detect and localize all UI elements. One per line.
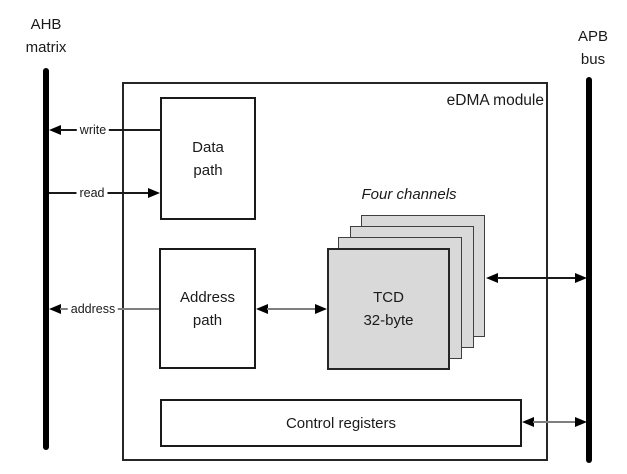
- apb-bus-label-line2: bus: [580, 51, 606, 68]
- arrowhead-right-icon: [315, 304, 327, 314]
- tcd-label-line1: TCD: [373, 289, 404, 306]
- apb-bus-label-line1: APB: [577, 28, 608, 45]
- control-registers-block: Control registers: [160, 399, 522, 447]
- data-path-label-line2: path: [193, 161, 223, 179]
- tcd-apb-arrow-shaft: [497, 277, 577, 279]
- apb-bus-label: APB bus: [553, 25, 627, 71]
- control-apb-arrow-shaft: [533, 421, 577, 423]
- write-arrow-shaft: [60, 129, 160, 131]
- arrowhead-right-icon: [575, 417, 587, 427]
- arrowhead-left-icon: [49, 304, 61, 314]
- arrowhead-left-icon: [256, 304, 268, 314]
- four-channels-note: Four channels: [361, 186, 457, 203]
- apb-bus-bar: [586, 77, 592, 463]
- write-arrow-label: write: [76, 123, 110, 137]
- address-tcd-arrow-shaft: [267, 308, 316, 310]
- address-arrow-label: address: [67, 302, 119, 316]
- arrowhead-left-icon: [49, 125, 61, 135]
- address-path-label-line1: Address: [179, 288, 236, 306]
- ahb-matrix-label: AHB matrix: [6, 13, 86, 59]
- arrowhead-left-icon: [522, 417, 534, 427]
- address-path-label-line2: path: [192, 311, 223, 329]
- address-path-block: Address path: [159, 248, 256, 369]
- arrowhead-right-icon: [575, 273, 587, 283]
- tcd-front-block: TCD 32-byte: [327, 248, 450, 370]
- read-arrow-label: read: [76, 186, 108, 200]
- ahb-matrix-label-line1: AHB: [30, 16, 62, 33]
- data-path-label-line1: Data: [192, 138, 224, 156]
- arrowhead-left-icon: [486, 273, 498, 283]
- tcd-label-line2: 32-byte: [363, 312, 414, 329]
- ahb-matrix-label-line2: matrix: [25, 39, 67, 56]
- arrowhead-right-icon: [148, 188, 160, 198]
- control-registers-label: Control registers: [285, 414, 397, 432]
- data-path-block: Data path: [160, 97, 256, 220]
- edma-module-title: eDMA module: [446, 92, 544, 109]
- ahb-bus-bar: [43, 68, 49, 450]
